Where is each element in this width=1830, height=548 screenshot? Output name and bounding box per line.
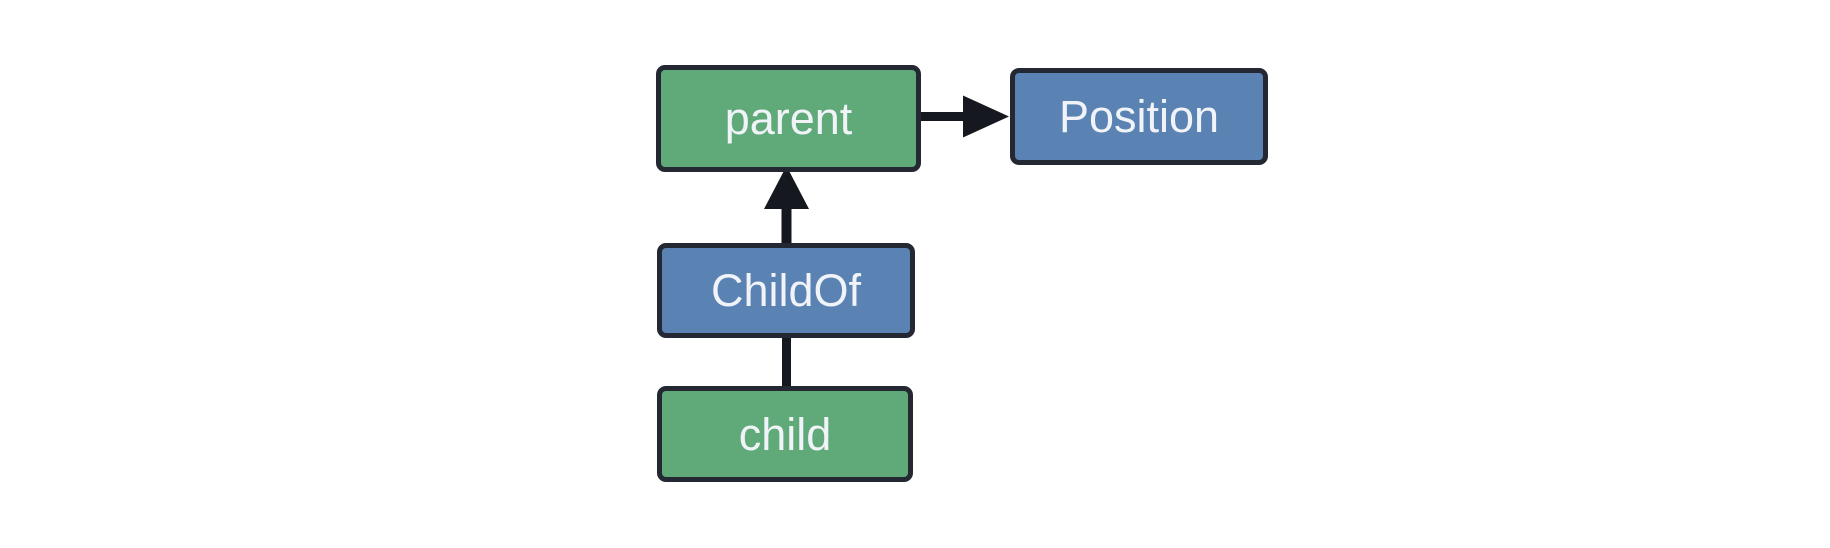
arrowhead-right-icon	[963, 95, 1009, 138]
node-parent: parent	[656, 65, 921, 172]
node-child: child	[657, 386, 913, 482]
arrowhead-up-icon	[764, 166, 809, 209]
edge-child-to-childof	[782, 334, 791, 390]
edge-connector-line	[782, 334, 791, 390]
edge-shaft	[781, 205, 792, 247]
node-position: Position	[1010, 68, 1268, 165]
edge-parent-to-position	[919, 95, 1009, 138]
edge-childof-to-parent	[764, 166, 809, 247]
node-position-label: Position	[1058, 91, 1220, 142]
edge-shaft	[919, 112, 966, 121]
node-childof: ChildOf	[657, 243, 915, 338]
node-childof-label: ChildOf	[710, 265, 862, 316]
node-child-label: child	[738, 408, 832, 460]
node-parent-label: parent	[724, 93, 853, 144]
